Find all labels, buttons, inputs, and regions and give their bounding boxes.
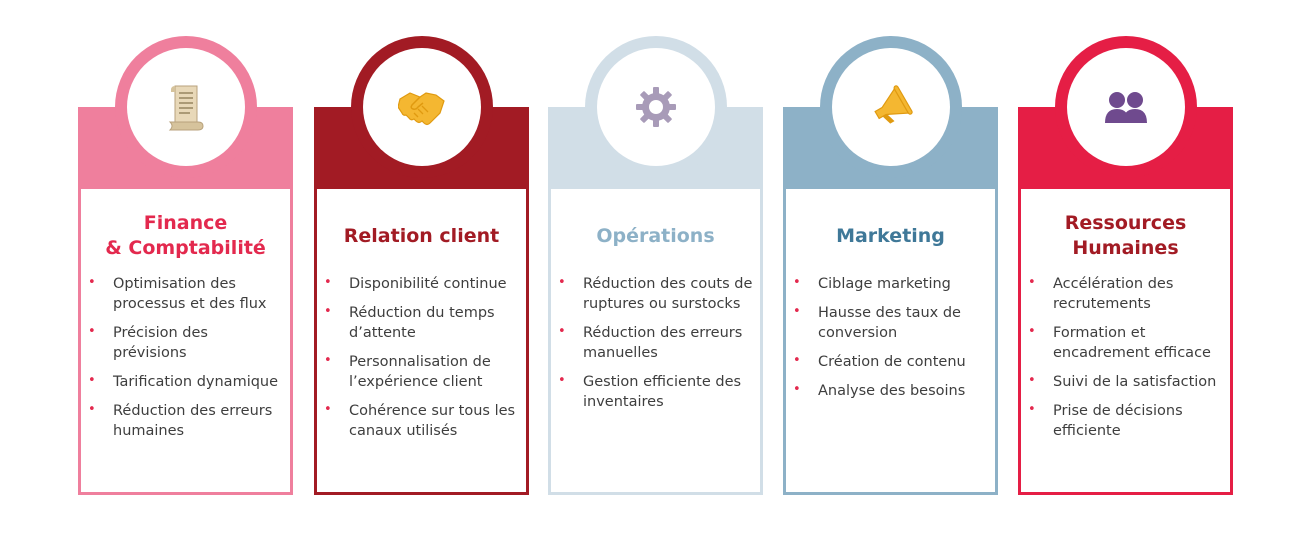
card-marketing: Marketing Ciblage marketing Hausse des t… — [783, 36, 998, 495]
gear-icon — [596, 48, 715, 166]
receipt-scroll-icon — [126, 48, 245, 166]
list-item: Analyse des besoins — [793, 380, 990, 401]
list-item: Gestion efficiente des inventaires — [558, 371, 755, 412]
list-item: Personnalisation de l’expérience client — [324, 351, 521, 392]
list-item: Suivi de la satisfaction — [1028, 371, 1225, 392]
megaphone-icon — [831, 48, 950, 166]
bullet-list: Réduction des couts de ruptures ou surst… — [548, 273, 763, 421]
list-item: Disponibilité continue — [324, 273, 521, 294]
list-item: Réduction des couts de ruptures ou surst… — [558, 273, 755, 314]
bullet-list: Disponibilité continue Réduction du temp… — [314, 273, 529, 450]
bullet-list: Ciblage marketing Hausse des taux de con… — [783, 273, 998, 410]
list-item: Hausse des taux de conversion — [793, 302, 990, 343]
card-finance: Finance & Comptabilité Optimisation des … — [78, 36, 293, 495]
list-item: Optimisation des processus et des flux — [88, 273, 285, 314]
card-title: Ressources Humaines — [1064, 212, 1187, 259]
people-icon — [1066, 48, 1185, 166]
card-title: Relation client — [343, 224, 500, 247]
list-item: Formation et encadrement efficace — [1028, 322, 1225, 363]
card-ressources-humaines: Ressources Humaines Accélération des rec… — [1018, 36, 1233, 495]
list-item: Ciblage marketing — [793, 273, 990, 294]
card-relation-client: Relation client Disponibilité continue R… — [314, 36, 529, 495]
list-item: Tarification dynamique — [88, 371, 285, 392]
handshake-icon — [362, 48, 481, 166]
list-item: Création de contenu — [793, 351, 990, 372]
bullet-list: Accélération des recrutements Formation … — [1018, 273, 1233, 450]
card-title: Opérations — [596, 224, 715, 247]
bullet-list: Optimisation des processus et des flux P… — [78, 273, 293, 450]
card-title: Marketing — [836, 224, 945, 247]
list-item: Réduction du temps d’attente — [324, 302, 521, 343]
list-item: Précision des prévisions — [88, 322, 285, 363]
list-item: Réduction des erreurs manuelles — [558, 322, 755, 363]
list-item: Accélération des recrutements — [1028, 273, 1225, 314]
card-operations: Opérations Réduction des couts de ruptur… — [548, 36, 763, 495]
list-item: Réduction des erreurs humaines — [88, 400, 285, 441]
list-item: Cohérence sur tous les canaux utilisés — [324, 400, 521, 441]
list-item: Prise de décisions efficiente — [1028, 400, 1225, 441]
card-title: Finance & Comptabilité — [105, 212, 266, 259]
